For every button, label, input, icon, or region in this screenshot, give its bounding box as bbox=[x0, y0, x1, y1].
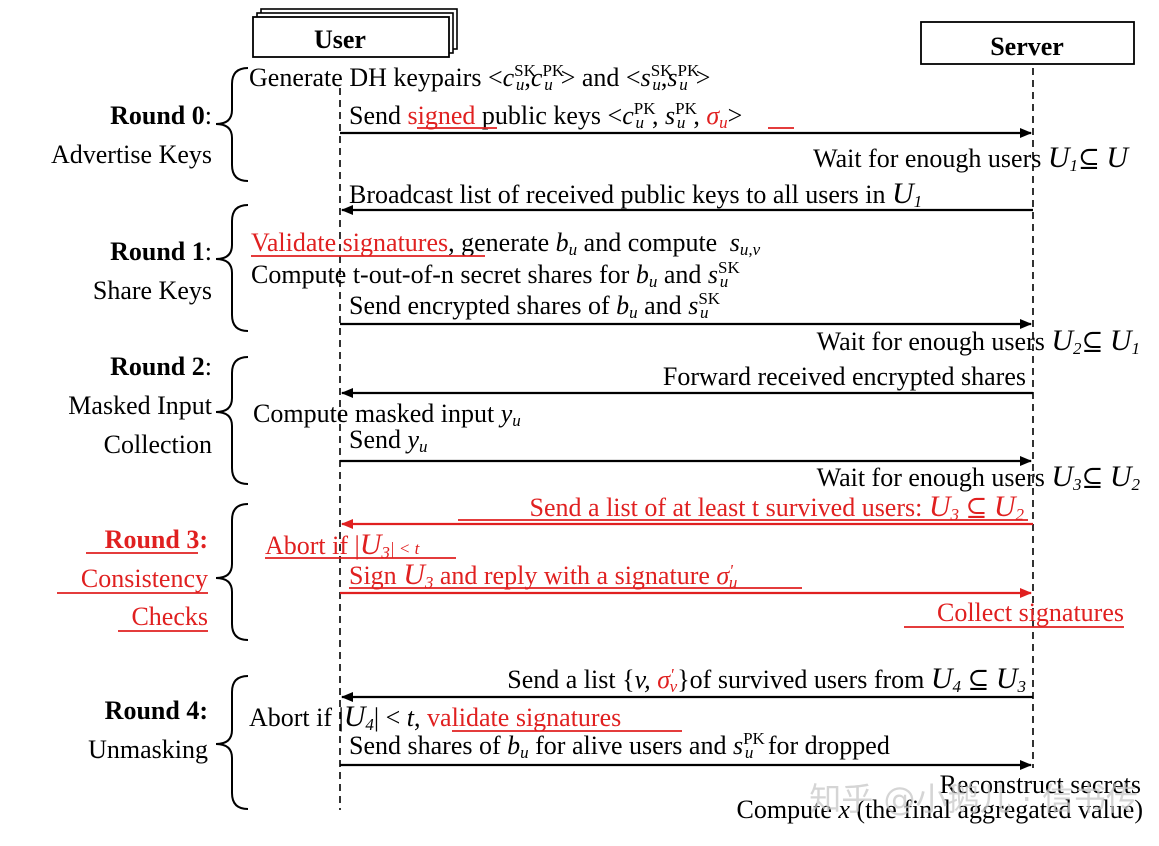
r1-compute-secret-shares: Compute t-out-of-n secret shares for bu … bbox=[251, 258, 740, 291]
round-4-label: Round 4: Unmasking bbox=[88, 696, 208, 764]
svg-text:Consistency: Consistency bbox=[81, 564, 208, 593]
r4-send-shares: Send shares of bu for alive users and sP… bbox=[349, 729, 890, 762]
round-4-brace bbox=[215, 675, 249, 810]
r2-forward-shares: Forward received encrypted shares bbox=[663, 362, 1026, 391]
r4-compute-aggregate: Compute x (the final aggregated value) bbox=[737, 795, 1143, 824]
svg-text:Round 0:: Round 0: bbox=[110, 101, 212, 130]
round-2-label: Round 2: Masked Input Collection bbox=[68, 352, 212, 459]
svg-text:Checks: Checks bbox=[131, 602, 208, 631]
round-0-label: Round 0: Advertise Keys bbox=[51, 101, 212, 169]
user-participant-box: User bbox=[252, 8, 458, 58]
svg-text:Round 3:: Round 3: bbox=[105, 525, 208, 554]
svg-text:Share Keys: Share Keys bbox=[93, 276, 212, 305]
round-0-brace bbox=[215, 67, 249, 182]
svg-text:Unmasking: Unmasking bbox=[88, 735, 208, 764]
svg-text:Collection: Collection bbox=[104, 430, 212, 459]
watermark: 知乎 @小鹅儿 · 信书传 bbox=[809, 780, 1138, 818]
svg-text:Round 2:: Round 2: bbox=[110, 352, 212, 381]
r1-validate-signatures: Validate signatures, generate bu and com… bbox=[251, 228, 761, 259]
round-3-label: Round 3: Consistency Checks bbox=[57, 525, 208, 632]
r4-reconstruct-secrets: Reconstruct secrets bbox=[940, 770, 1141, 799]
r3-abort-check: Abort if |U3| < t bbox=[265, 528, 421, 562]
r4-send-survivor-list: Send a list {v, σ'v}of survived users fr… bbox=[507, 662, 1026, 696]
round-braces bbox=[215, 67, 249, 810]
r1-broadcast-keys: Broadcast list of received public keys t… bbox=[349, 177, 922, 211]
r1-wait-users: Wait for enough users U2⊆ U1 bbox=[817, 324, 1140, 358]
r0-wait-users: Wait for enough users U1⊆ U bbox=[813, 141, 1130, 175]
round-2-brace bbox=[215, 356, 249, 485]
r4-abort-and-validate: Abort if |U4| < t, validate signatures bbox=[249, 700, 621, 734]
r3-collect-signatures: Collect signatures bbox=[937, 598, 1124, 627]
svg-text:Advertise Keys: Advertise Keys bbox=[51, 140, 212, 169]
r3-sign-and-reply: Sign U3 and reply with a signature σ'u bbox=[349, 558, 737, 592]
r3-send-survivor-list: Send a list of at least t survived users… bbox=[530, 490, 1025, 524]
server-participant-box: Server bbox=[920, 21, 1135, 65]
svg-text:Round 1:: Round 1: bbox=[110, 237, 212, 266]
round-3-brace bbox=[215, 503, 249, 641]
r2-compute-masked-input: Compute masked input yu bbox=[253, 399, 521, 430]
round-1-label: Round 1: Share Keys bbox=[93, 237, 212, 305]
r2-wait-users: Wait for enough users U3⊆ U2 bbox=[817, 460, 1141, 494]
r2-send-masked-input: Send yu bbox=[349, 425, 428, 456]
server-label: Server bbox=[990, 32, 1064, 61]
svg-text:Masked Input: Masked Input bbox=[68, 391, 212, 420]
round-1-brace bbox=[215, 204, 249, 332]
svg-text:Round 4:: Round 4: bbox=[105, 696, 208, 725]
user-label: User bbox=[314, 25, 366, 54]
